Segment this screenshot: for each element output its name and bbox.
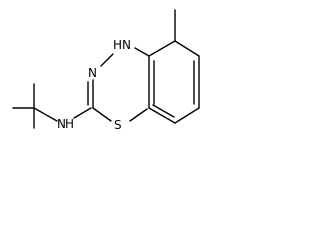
chemical-structure: N H N H N S: [12, 9, 200, 132]
bond-nh-c2: [73, 107, 92, 119]
bond-c5-c6: [174, 40, 200, 57]
bond-c2-s1: [92, 107, 112, 122]
atom-label-n4: N: [122, 38, 131, 52]
bond-c4a-c5: [148, 40, 176, 57]
bond-c7-c8: [174, 107, 200, 124]
atom-label-n-amine: N: [57, 117, 66, 131]
bond-tbu-c-nh: [33, 107, 58, 122]
atom-label-h-amine: H: [65, 117, 74, 131]
bond-c8-c8a-inner: [152, 104, 175, 118]
molecule-diagram: N H N H N S: [0, 0, 249, 142]
atom-label-s1: S: [114, 118, 122, 132]
bond-c8-c8a: [148, 107, 176, 124]
atom-label-n3: N: [88, 66, 97, 80]
bond-n4-c4a: [134, 47, 150, 57]
atom-label-h4: H: [113, 38, 122, 52]
bond-s1-c8a: [129, 108, 148, 122]
bond-n3-n4: [100, 53, 114, 67]
